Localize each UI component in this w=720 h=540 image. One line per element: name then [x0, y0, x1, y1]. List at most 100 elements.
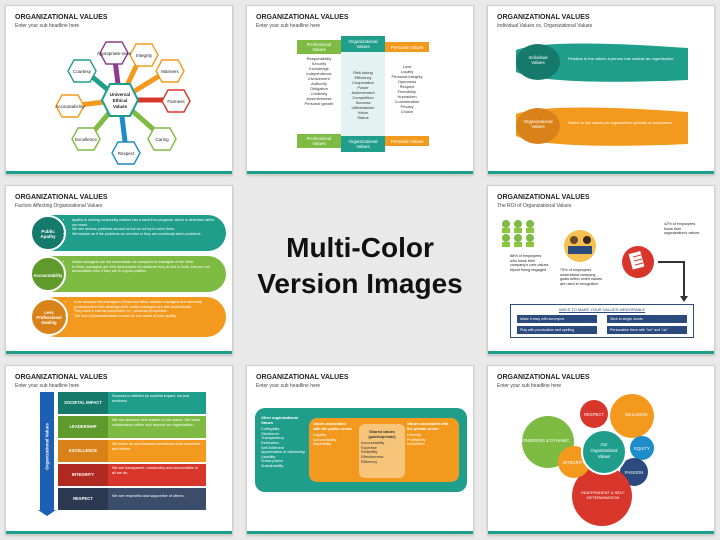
- center-line: Values: [598, 454, 611, 459]
- slide-subtitle: Enter your sub headline here: [497, 383, 562, 389]
- factor-bullets: Apathy is running community matters has …: [72, 218, 220, 236]
- factor-badge: Less Professional Dealing: [30, 298, 68, 336]
- bubble-label: INTEGRITY: [563, 460, 586, 465]
- slide-title: ORGANIZATIONAL VALUES: [497, 194, 590, 201]
- wheel-center-line-2: Ethical: [113, 98, 128, 103]
- header-line: Organizational: [348, 39, 378, 44]
- list-item: Honesty: [407, 433, 421, 438]
- list-item: Transparency: [261, 436, 285, 441]
- stat-79-percent: 79% of employees understand company goal…: [560, 268, 620, 286]
- list-item: Success: [355, 100, 371, 105]
- slide-thumbnail-universal-values[interactable]: ORGANIZATIONAL VALUES Enter your sub hea…: [5, 5, 233, 175]
- list-item: Knowledge: [309, 66, 329, 71]
- shared-values-box: [359, 424, 405, 478]
- memorable-tip: Make it easy with acronyms: [517, 315, 597, 323]
- version-heading: Multi-Color Version Images: [246, 230, 474, 302]
- ladder-row-label: EXCELLENCE: [58, 440, 108, 462]
- shared-values-content: Shared values (public/private) Accountab…: [361, 430, 403, 464]
- ladder-row-text: We are pioneers and leaders in our space…: [112, 418, 201, 427]
- factor-bullets: If we compare the managers of East and W…: [74, 300, 220, 318]
- footer-line: Organizational: [348, 139, 378, 144]
- list-item: Sustainability: [261, 463, 284, 468]
- wheel-center-line-3: Values: [113, 104, 128, 109]
- list-item: Personal integrity: [391, 74, 423, 79]
- bullet-item: We see serious problems around us but do…: [72, 227, 220, 232]
- public-sector-content: Values associated with the public sector…: [313, 422, 359, 447]
- bubble-respect: [580, 400, 608, 428]
- slide-subtitle: Enter your sub headline here: [256, 383, 321, 389]
- slide-thumbnail-value-columns[interactable]: ORGANIZATIONAL VALUES Enter your sub hea…: [246, 5, 474, 175]
- center-line: Organizational: [590, 448, 617, 453]
- slide-subtitle: The ROI of Organizational Values: [497, 203, 572, 209]
- slide-title: ORGANIZATIONAL VALUES: [15, 374, 108, 381]
- wheel-item-label: Caring: [155, 137, 169, 142]
- footer-line: Values: [312, 141, 326, 146]
- inner-head-line: (public/private): [368, 434, 396, 439]
- ladder-row-label: LEADERSHIP: [58, 416, 108, 438]
- factor-row-public-apathy: [36, 215, 226, 251]
- version-heading-line-1: Multi-Color: [286, 232, 434, 263]
- slide-thumbnail-individual-vs-organizational[interactable]: ORGANIZATIONAL VALUES Individual Values …: [487, 5, 715, 175]
- label-line: Values: [531, 124, 545, 129]
- individual-values-ellipse: [516, 44, 560, 80]
- slide-thumbnail-values-ladder[interactable]: ORGANIZATIONAL VALUES Enter your sub hea…: [5, 365, 233, 535]
- slide-thumbnail-roi[interactable]: ORGANIZATIONAL VALUES The ROI of Organiz…: [487, 185, 715, 355]
- wheel-item-label: Fairness: [167, 99, 185, 104]
- list-item: Creativity: [310, 91, 328, 96]
- slide-thumbnail-factors[interactable]: ORGANIZATIONAL VALUES Factors Affecting …: [5, 185, 233, 355]
- bubble-label: PASSION: [625, 470, 643, 475]
- inner-head-line: Shared values: [369, 430, 395, 434]
- label-line: Values: [531, 60, 545, 65]
- personal-values-footer: Personal Values: [385, 136, 429, 146]
- stat-line: know their: [664, 226, 682, 231]
- bullet-item: Indian managers are not accountable as c…: [72, 260, 220, 265]
- slide-title: ORGANIZATIONAL VALUES: [497, 374, 590, 381]
- factor-bullets: Indian managers are not accountable as c…: [72, 260, 220, 274]
- list-item: Status: [357, 115, 369, 120]
- organizational-values-list: Risk taking Efficiency Cooperation Power…: [341, 70, 385, 120]
- side-banner: [40, 392, 54, 510]
- right-head-line: the private sector: [407, 426, 439, 431]
- wheel-item-label: Respect: [118, 151, 135, 156]
- ladder-row-label: SOCIETAL IMPACT: [58, 392, 108, 414]
- badge-line: Public: [41, 229, 55, 234]
- professional-values-header: Professional Values: [297, 40, 341, 54]
- list-item: Involvement: [308, 76, 330, 81]
- wheel-item-label: Integrity: [136, 53, 153, 58]
- ladder-row-text: We are transparent, trustworthy and acco…: [112, 466, 199, 475]
- list-item: Legality: [313, 433, 327, 438]
- slide-accent-bar: [6, 351, 232, 354]
- list-item: Effectiveness: [361, 454, 384, 459]
- organizational-values-banner: [516, 107, 688, 146]
- footer-line: Values: [356, 144, 370, 149]
- wheel-item-label: Excellence: [75, 137, 97, 142]
- list-item: Assertiveness: [306, 96, 332, 101]
- header-line: Values: [312, 47, 326, 52]
- list-item: Obedience: [261, 431, 280, 436]
- memorable-tip: Play with punctuation and spelling: [517, 326, 597, 334]
- bullet-item: In West, managers are held accountable f…: [72, 265, 220, 274]
- professional-values-list: Responsibility Security Knowledge Indepe…: [297, 56, 341, 106]
- bubble-label: EQUITY: [634, 446, 650, 451]
- bubble-inclusion: [610, 394, 654, 438]
- memorable-box-heading: WAYS TO MAKE YOUR VALUES MEMORABLE: [558, 307, 646, 312]
- slide-thumbnail-nested-values[interactable]: ORGANIZATIONAL VALUES Enter your sub hea…: [246, 365, 474, 535]
- factor-badge: Public Apathy: [30, 215, 66, 251]
- outer-head-line: Other organizational: [261, 416, 298, 420]
- list-item: Achievement: [351, 90, 375, 95]
- ladder-row-label: INTEGRITY: [58, 464, 108, 486]
- slide-thumbnail-value-bubbles[interactable]: ORGANIZATIONAL VALUES Enter your sub hea…: [487, 365, 715, 535]
- ladder-row-text: We are respectful and supportive of othe…: [112, 494, 185, 498]
- list-item: Impartiality: [313, 442, 332, 447]
- badge-line: Accountability: [33, 273, 63, 278]
- list-item: Efficiency: [361, 459, 378, 464]
- list-item: Respect: [399, 84, 415, 89]
- badge-line: Professional: [36, 315, 62, 320]
- slide-subtitle: Enter your sub headline here: [15, 23, 80, 29]
- stat-line: understand company: [560, 272, 596, 277]
- list-item: Cooperation: [352, 80, 374, 85]
- list-item: Choice: [400, 109, 414, 114]
- stat-88-percent: 88% of employees who know their company'…: [510, 254, 570, 272]
- bubble-equity: [630, 436, 654, 460]
- slide-accent-bar: [488, 531, 714, 534]
